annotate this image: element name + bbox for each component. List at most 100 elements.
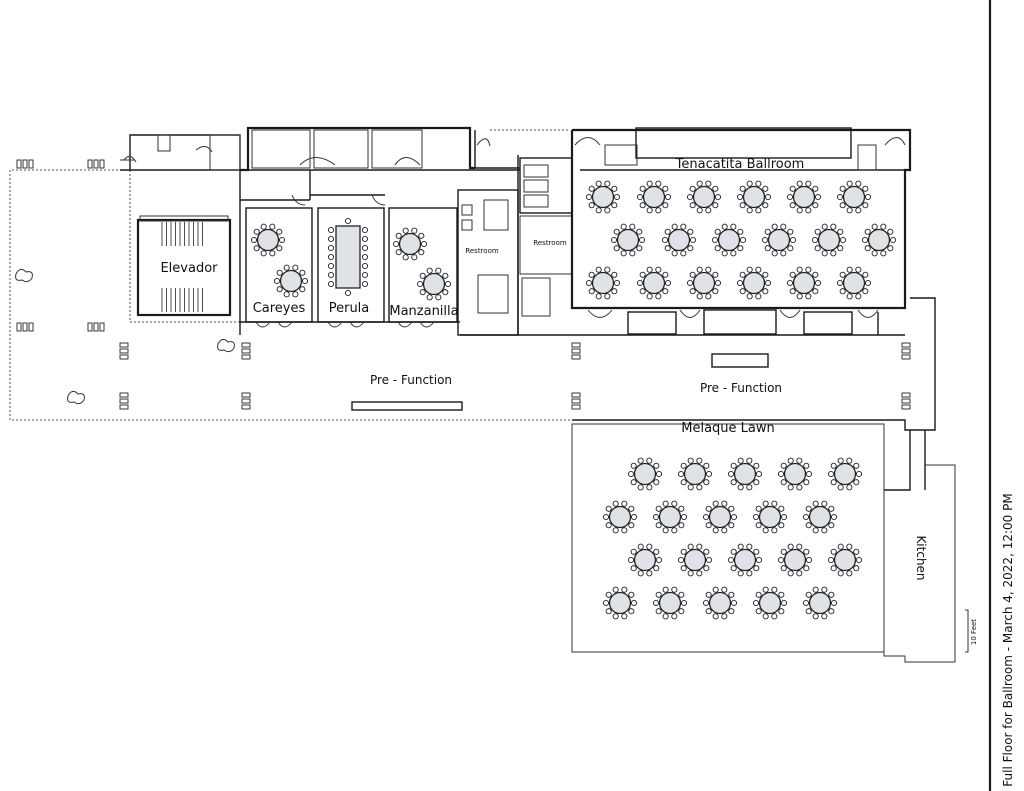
chair <box>812 527 819 534</box>
chair <box>864 193 872 201</box>
round-table <box>702 500 738 534</box>
chair <box>812 185 819 192</box>
chair <box>361 280 369 288</box>
chair <box>721 500 728 507</box>
chair <box>662 527 669 534</box>
round-table <box>702 586 738 620</box>
chair <box>830 565 837 572</box>
chair <box>730 462 737 469</box>
round-table <box>727 543 763 577</box>
chair <box>655 522 662 529</box>
chair <box>805 180 812 187</box>
chair <box>755 556 763 564</box>
chair <box>730 223 737 230</box>
chair <box>837 484 844 491</box>
chair <box>755 293 762 300</box>
chair <box>655 591 662 598</box>
chair <box>746 484 753 491</box>
round-table <box>652 586 688 620</box>
chair <box>746 570 753 577</box>
chair <box>705 608 712 615</box>
chair <box>771 613 778 620</box>
chair <box>746 457 753 464</box>
kitchen-label: Kitchen <box>914 535 928 580</box>
chair <box>778 591 785 598</box>
chair <box>755 266 762 273</box>
wall-chair-groups <box>16 159 911 410</box>
chair <box>392 240 400 248</box>
round-table <box>711 223 747 257</box>
chair <box>426 294 433 301</box>
round-table <box>250 223 286 257</box>
chair <box>830 513 838 521</box>
elevator-stairs <box>161 222 203 312</box>
scale-label: 10 Feet <box>970 619 978 645</box>
chair <box>602 599 610 607</box>
chair <box>636 228 643 235</box>
chair <box>680 565 687 572</box>
chair <box>628 608 635 615</box>
chair <box>678 505 685 512</box>
chair <box>680 462 687 469</box>
chair <box>812 288 819 295</box>
chair <box>395 232 402 239</box>
chair <box>712 288 719 295</box>
chair <box>811 236 819 244</box>
chair-group <box>119 392 129 410</box>
chair <box>444 280 452 288</box>
chair <box>721 223 728 230</box>
chair <box>762 185 769 192</box>
chair <box>777 556 785 564</box>
restroom-left-label: Restroom <box>465 247 499 255</box>
chair-group <box>901 392 911 410</box>
chair <box>862 288 869 295</box>
chair <box>714 193 722 201</box>
careyes-label: Careyes <box>253 301 306 316</box>
chair <box>395 249 402 256</box>
chair <box>736 193 744 201</box>
round-table <box>392 227 428 261</box>
round-table <box>677 457 713 491</box>
chair <box>678 522 685 529</box>
chair <box>802 599 810 607</box>
chair <box>864 245 871 252</box>
round-table <box>761 223 797 257</box>
chair <box>789 236 797 244</box>
chair <box>837 245 844 252</box>
chair <box>830 462 837 469</box>
chair <box>361 262 369 270</box>
chair <box>689 271 696 278</box>
chair <box>629 223 636 230</box>
round-table <box>652 500 688 534</box>
chair <box>764 279 772 287</box>
chair <box>705 266 712 273</box>
chair <box>737 570 744 577</box>
chair <box>418 232 425 239</box>
chair <box>787 228 794 235</box>
chair <box>613 228 620 235</box>
chair <box>299 269 306 276</box>
chair <box>889 236 897 244</box>
chair <box>646 543 653 550</box>
chair <box>737 228 744 235</box>
chair <box>746 266 753 273</box>
chair <box>416 280 424 288</box>
prefunction-right-label: Pre - Function <box>700 381 782 395</box>
chair <box>702 599 710 607</box>
chair <box>803 479 810 486</box>
chair <box>662 500 669 507</box>
chair <box>671 586 678 593</box>
chair <box>814 228 821 235</box>
chair <box>839 271 846 278</box>
chair <box>276 269 283 276</box>
chair <box>442 289 449 296</box>
chair <box>753 565 760 572</box>
chair <box>821 586 828 593</box>
chair <box>753 479 760 486</box>
chair <box>646 457 653 464</box>
chair <box>805 505 812 512</box>
chair <box>705 522 712 529</box>
chair <box>712 185 719 192</box>
chair <box>327 253 335 261</box>
